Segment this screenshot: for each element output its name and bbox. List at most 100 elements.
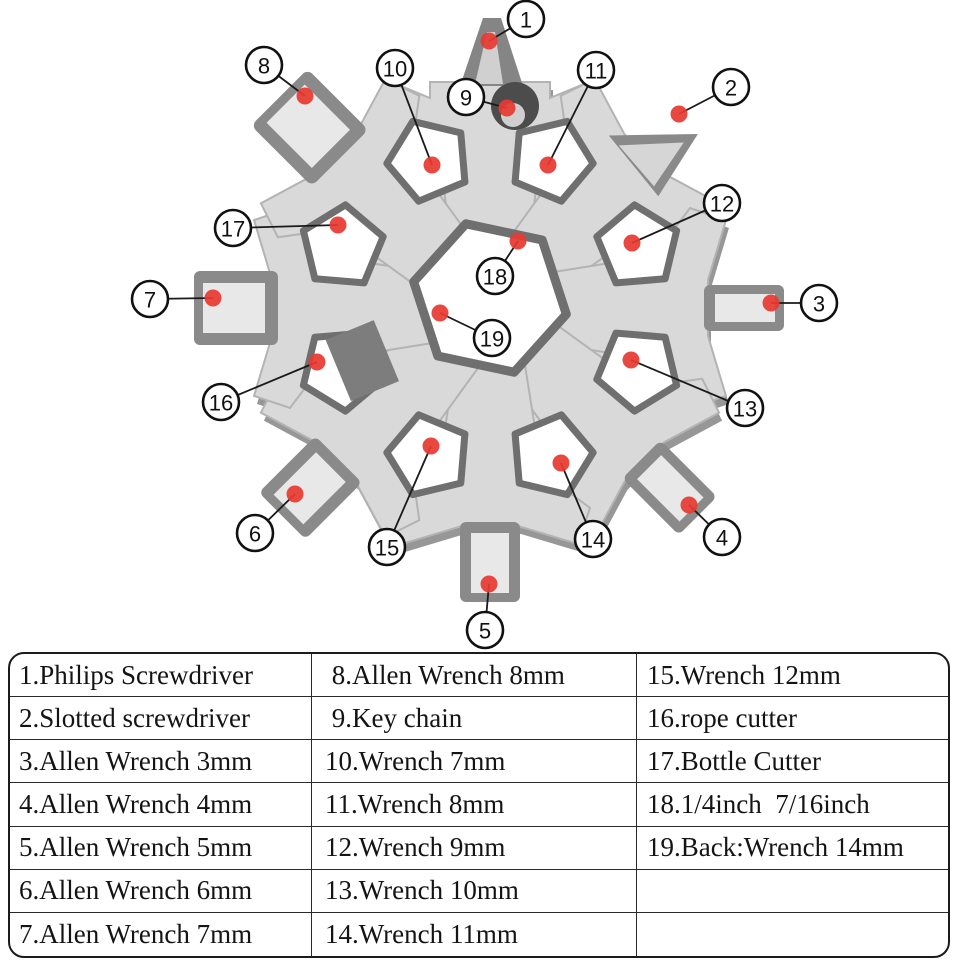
legend-cell: 2.Slotted screwdriver: [10, 697, 312, 741]
callout-9: 9: [446, 77, 516, 117]
callout-number: 5: [479, 619, 491, 644]
callout-number: 14: [581, 528, 605, 553]
callout-circle: [201, 382, 241, 422]
callout-dot: [552, 454, 570, 472]
legend-cell: 6.Allen Wrench 6mm: [10, 869, 312, 913]
callout-15: 15: [367, 437, 440, 567]
callout-dot: [509, 232, 527, 250]
callout-dot: [296, 87, 314, 105]
callout-5: 5: [465, 575, 505, 650]
callout-circle: [725, 388, 765, 428]
callout-dot: [329, 216, 347, 234]
legend-cell: 8.Allen Wrench 8mm: [312, 654, 637, 698]
callout-number: 7: [144, 288, 156, 313]
callout-dot: [308, 353, 326, 371]
callout-number: 9: [460, 86, 472, 111]
callout-number: 8: [258, 54, 270, 79]
legend-cell: 18.1/4inch 7/16inch: [637, 783, 948, 827]
legend-cell: 15.Wrench 12mm: [637, 654, 948, 698]
callout-dot: [422, 437, 440, 455]
callout-circle: [799, 283, 839, 323]
center-hex-hole: [409, 219, 571, 377]
callout-number: 13: [733, 397, 757, 422]
callout-number: 6: [249, 522, 261, 547]
callout-dot: [623, 234, 641, 252]
legend-cell: [637, 870, 948, 913]
callout-number: 4: [716, 526, 728, 551]
callout-circle: [702, 517, 742, 557]
callout-dot: [423, 156, 441, 174]
callout-3: 3: [762, 283, 839, 323]
callout-circle: [375, 48, 415, 88]
callout-dot: [480, 32, 498, 50]
callout-number: 10: [383, 57, 407, 82]
legend-cell: 14.Wrench 11mm: [312, 912, 637, 956]
callout-13: 13: [622, 351, 765, 428]
callout-14: 14: [552, 454, 613, 559]
callout-10: 10: [375, 48, 441, 174]
callout-number: 17: [221, 217, 245, 242]
callout-6: 6: [235, 485, 304, 553]
legend-cell: 11.Wrench 8mm: [312, 783, 637, 827]
callout-number: 16: [209, 391, 233, 416]
callout-dot: [670, 105, 688, 123]
legend-cell: 4.Allen Wrench 4mm: [10, 783, 312, 827]
callout-number: 19: [480, 327, 504, 352]
callout-16: 16: [201, 353, 326, 422]
callout-circle: [475, 256, 515, 296]
callout-dot: [622, 351, 640, 369]
callout-dot: [431, 304, 449, 322]
callout-dot: [762, 294, 780, 312]
callout-circle: [472, 318, 512, 358]
legend-cell: [637, 913, 948, 956]
callout-19: 19: [431, 304, 512, 358]
callout-number: 2: [725, 76, 737, 101]
legend-cell: 7.Allen Wrench 7mm: [10, 912, 312, 956]
callout-circle: [367, 527, 407, 567]
callout-circle: [711, 67, 751, 107]
callout-circle: [576, 50, 616, 90]
callout-number: 3: [813, 292, 825, 317]
callout-1: 1: [480, 0, 546, 50]
callout-2: 2: [670, 67, 751, 123]
legend-cell: 9.Key chain: [312, 697, 637, 741]
legend-cell: 13.Wrench 10mm: [312, 869, 637, 913]
callout-11: 11: [539, 50, 616, 174]
callout-circle: [130, 279, 170, 319]
legend-cell: 17.Bottle Cutter: [637, 740, 948, 784]
hex-stub-3mm: [704, 285, 784, 331]
callout-circle: [506, 0, 546, 39]
callout-circle: [446, 77, 486, 117]
callout-4: 4: [680, 496, 742, 557]
callout-circle: [244, 45, 284, 85]
legend-cell: 5.Allen Wrench 5mm: [10, 826, 312, 870]
callout-dot: [539, 156, 557, 174]
legend-cell: 12.Wrench 9mm: [312, 826, 637, 870]
hex-stub-6mm: [261, 438, 360, 537]
hex-stub-8mm: [253, 71, 366, 184]
legend-cell: 1.Philips Screwdriver: [10, 654, 312, 698]
legend-cell: 19.Back:Wrench 14mm: [637, 827, 948, 870]
callout-number: 15: [375, 536, 399, 561]
callout-dot: [498, 99, 516, 117]
callout-number: 18: [483, 265, 507, 290]
legend-cell: 16.rope cutter: [637, 697, 948, 741]
callout-17: 17: [213, 208, 347, 248]
callout-circle: [213, 208, 253, 248]
callout-18: 18: [475, 232, 527, 296]
callout-circle: [573, 519, 613, 559]
callout-circle: [465, 610, 505, 650]
callout-number: 12: [710, 192, 734, 217]
callout-dot: [204, 289, 222, 307]
legend-cell: 10.Wrench 7mm: [312, 740, 637, 784]
callout-7: 7: [130, 279, 222, 319]
callout-number: 1: [520, 8, 532, 33]
callout-8: 8: [244, 45, 314, 105]
callout-dot: [680, 496, 698, 514]
hex-stub-7mm: [194, 271, 278, 345]
callout-12: 12: [623, 183, 742, 252]
callout-circle: [235, 513, 275, 553]
